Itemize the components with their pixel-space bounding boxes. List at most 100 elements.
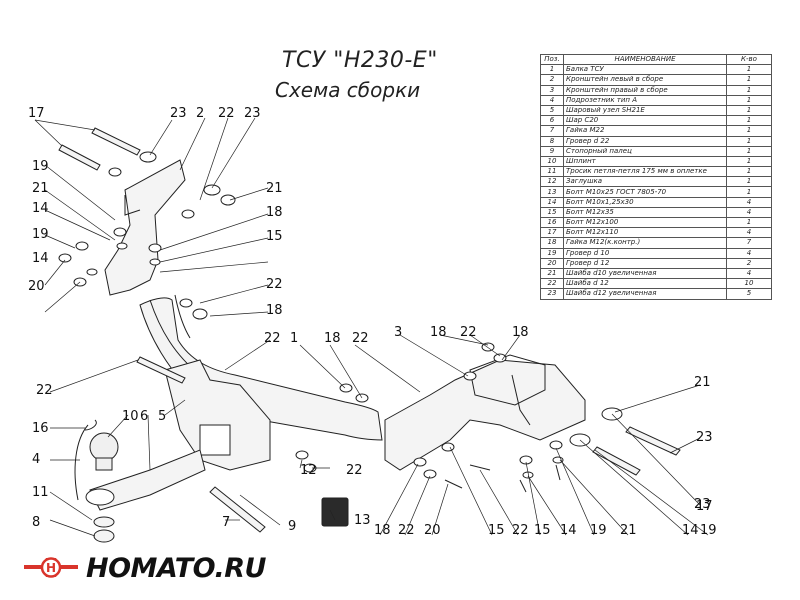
callout-number: 22 (398, 523, 415, 538)
hitch-receiver (164, 359, 271, 471)
cell-name: Гайка М22 (563, 125, 727, 137)
cell-quantity: 1 (726, 94, 772, 106)
cell-name: Гайка М12(к.контр.) (563, 237, 727, 249)
cell-name: Шплинт (563, 155, 727, 168)
cell-position: 1 (540, 64, 564, 76)
cell-position: 9 (540, 145, 564, 157)
callout-number: 5 (158, 409, 166, 424)
callout-number: 21 (620, 523, 637, 538)
callout-number: 14 (32, 201, 49, 216)
cell-quantity: 4 (726, 196, 772, 208)
cell-name: Шайба d10 увеличенная (563, 267, 727, 280)
callout-number: 2 (196, 106, 204, 121)
callout-number: 14 (32, 251, 49, 266)
brand-name: HOMATO.RU (86, 552, 266, 584)
page-title: ТСУ "Н230-Е" (282, 48, 438, 73)
callout-number: 9 (288, 519, 296, 534)
cell-name: Болт М12х110 (563, 227, 727, 239)
cell-position: 12 (540, 176, 564, 188)
callout-number: 8 (32, 515, 40, 530)
callout-number: 22 (352, 331, 369, 346)
cell-name: Шайба d12 увеличенная (563, 288, 727, 300)
cell-position: 11 (540, 166, 564, 178)
callout-number: 3 (394, 325, 402, 340)
cell-position: 7 (540, 125, 564, 137)
cell-quantity: 1 (726, 125, 772, 137)
cell-position: 22 (540, 278, 564, 290)
callout-number: 6 (140, 409, 148, 424)
callout-number: 19 (32, 227, 49, 242)
cell-name: Болт М10х1,25х30 (563, 196, 727, 208)
callout-number: 22 (512, 523, 529, 538)
cell-quantity: 4 (726, 267, 772, 280)
callout-number: 20 (28, 279, 45, 294)
callout-number: 23 (170, 106, 187, 121)
callout-number: 18 (324, 331, 341, 346)
callout-number: 10 (122, 409, 139, 424)
callout-number: 19 (590, 523, 607, 538)
callout-number: 22 (346, 463, 363, 478)
callout-number: 15 (488, 523, 505, 538)
cell-name: Шар C20 (563, 115, 727, 127)
cell-quantity: 4 (726, 247, 772, 259)
callout-number: 22 (460, 325, 477, 340)
callout-number: 20 (424, 523, 441, 538)
callout-number: 22 (218, 106, 235, 121)
callout-number: 18 (512, 325, 529, 340)
cell-position: 8 (540, 135, 564, 147)
cell-quantity: 1 (726, 155, 772, 168)
cell-name: Заглушка (563, 176, 727, 188)
cell-quantity: 1 (726, 166, 772, 178)
callout-number: 19 (32, 159, 49, 174)
cell-position: 19 (540, 247, 564, 259)
col-quantity: К-во (726, 53, 772, 66)
callout-number: 22 (266, 277, 283, 292)
cell-position: 21 (540, 267, 564, 280)
col-position: Поз. (540, 53, 564, 66)
callout-number: 1 (290, 331, 298, 346)
cell-name: Шаровый узел SH21E (563, 104, 727, 117)
callout-number: 21 (32, 181, 49, 196)
cell-name: Болт М12х100 (563, 216, 727, 229)
cell-quantity: 7 (726, 237, 772, 249)
callout-number: 12 (300, 463, 317, 478)
cell-quantity: 1 (726, 216, 772, 229)
parts-table-header: Поз. НАИМЕНОВАНИЕ К-во (540, 53, 772, 66)
callout-number: 13 (354, 513, 371, 528)
cell-quantity: 10 (726, 278, 772, 290)
callout-number: 23 (694, 497, 711, 512)
cell-position: 3 (540, 84, 564, 96)
cell-position: 5 (540, 104, 564, 117)
cell-quantity: 1 (726, 145, 772, 157)
cell-position: 4 (540, 94, 564, 106)
page-subtitle: Схема сборки (275, 78, 421, 102)
cell-position: 14 (540, 196, 564, 208)
cell-name: Шайба d 12 (563, 278, 727, 290)
cell-position: 16 (540, 216, 564, 229)
cell-position: 2 (540, 74, 564, 86)
cell-name: Болт М10х25 ГОСТ 7805-70 (563, 186, 727, 198)
callout-number: 21 (266, 181, 283, 196)
cell-quantity: 4 (726, 227, 772, 239)
cell-position: 18 (540, 237, 564, 249)
cell-quantity: 4 (726, 206, 772, 219)
callout-number: 17 (696, 499, 713, 514)
callout-number: 18 (266, 303, 283, 318)
cell-quantity: 1 (726, 135, 772, 147)
cell-name: Стопорный палец (563, 145, 727, 157)
